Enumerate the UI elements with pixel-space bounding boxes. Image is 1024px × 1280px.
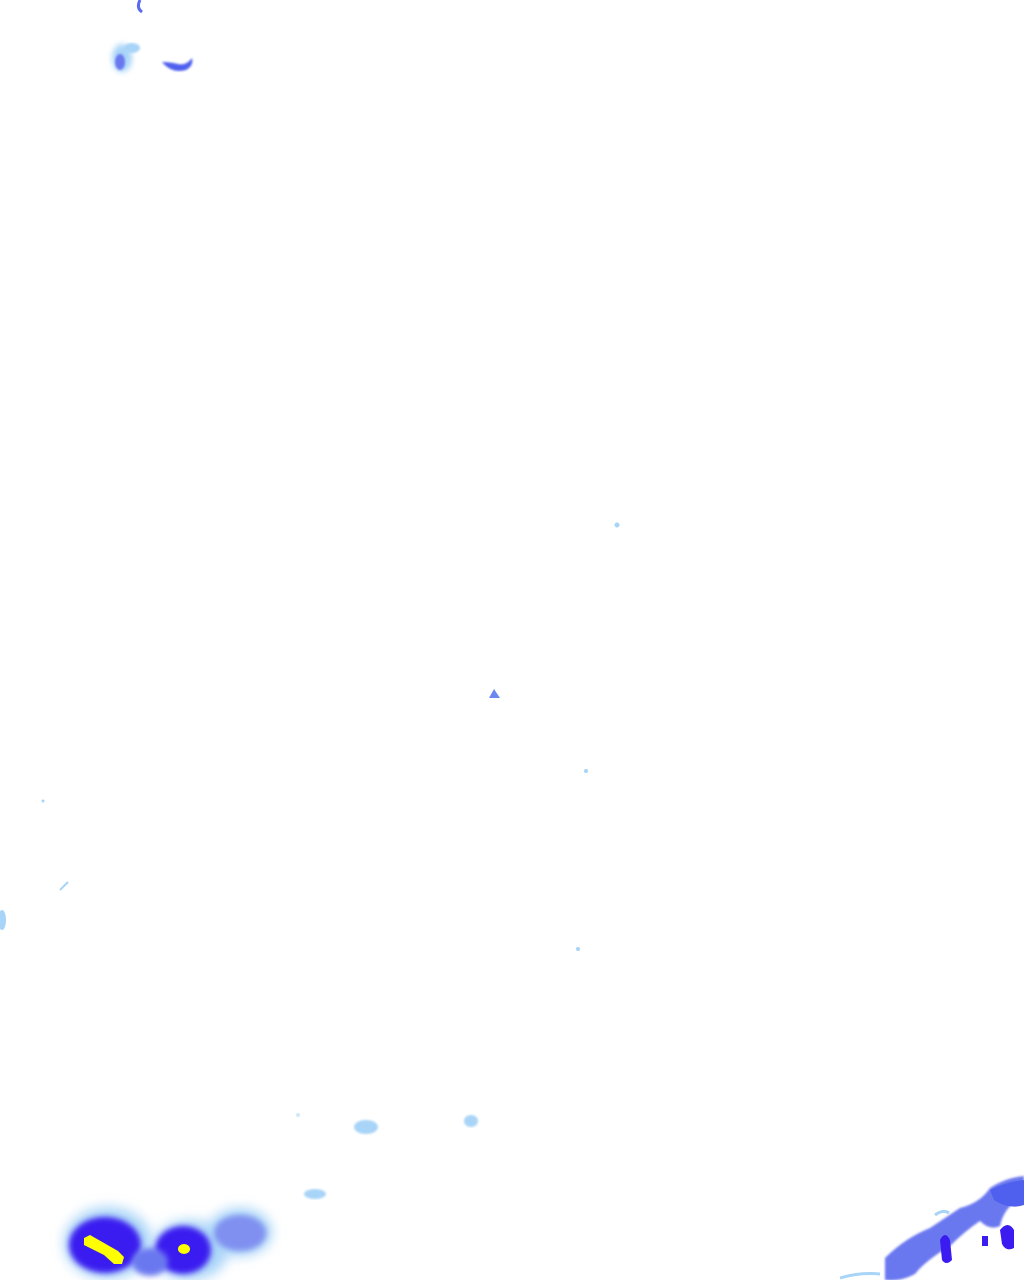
precip-cell-bottom-left: [64, 1207, 272, 1280]
precip-scattered: [0, 522, 620, 1199]
intense-core: [178, 1244, 190, 1254]
intense-core: [84, 1235, 124, 1264]
precip-cell-top-left: [112, 0, 193, 72]
precip-band-bottom-right: [839, 1176, 1024, 1280]
